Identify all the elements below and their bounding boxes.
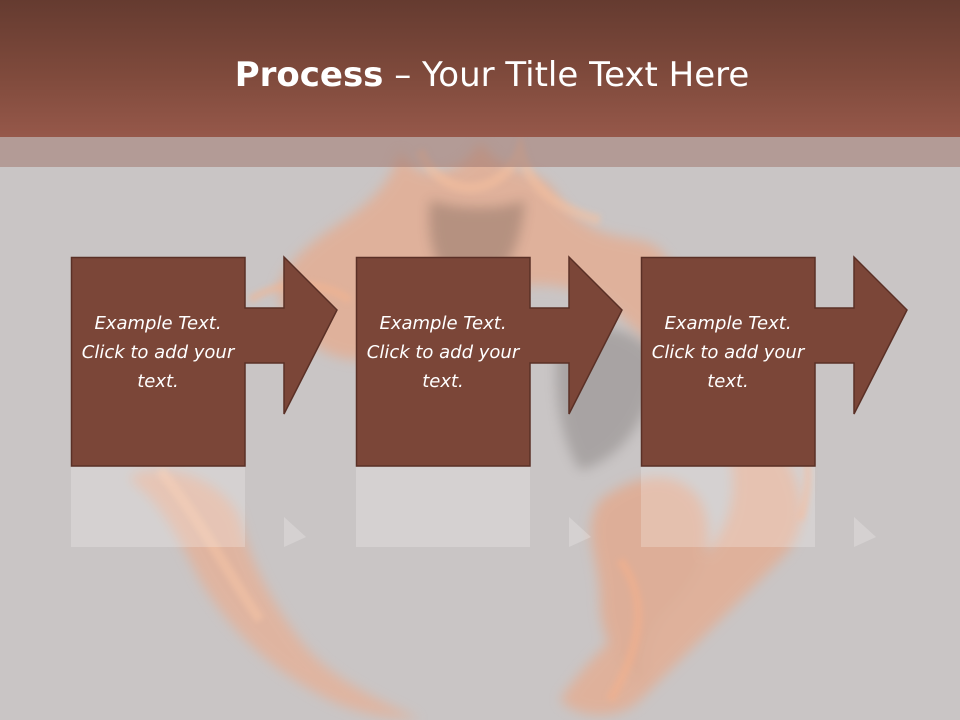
right-arrow-icon: [355, 255, 623, 467]
step-box-shape: [355, 255, 623, 467]
step-2-text[interactable]: Example Text. Click to add your text.: [366, 313, 520, 392]
step-1-text[interactable]: Example Text. Click to add your text.: [81, 313, 235, 392]
title-sub-band: [0, 137, 960, 167]
process-step-3[interactable]: Example Text. Click to add your text.: [640, 255, 911, 467]
title-rest-part: – Your Title Text Here: [383, 55, 750, 95]
right-arrow-icon: [640, 255, 908, 467]
step-box-shape: [640, 255, 908, 467]
title-bar: [0, 0, 960, 137]
step-box-shape: [70, 255, 338, 467]
page-title[interactable]: Process – Your Title Text Here: [0, 52, 960, 98]
process-step-2[interactable]: Example Text. Click to add your text.: [355, 255, 626, 467]
process-step-1[interactable]: Example Text. Click to add your text.: [70, 255, 341, 467]
title-bold-part: Process: [234, 55, 384, 95]
right-arrow-icon: [70, 255, 338, 467]
step-3-text[interactable]: Example Text. Click to add your text.: [651, 313, 805, 392]
